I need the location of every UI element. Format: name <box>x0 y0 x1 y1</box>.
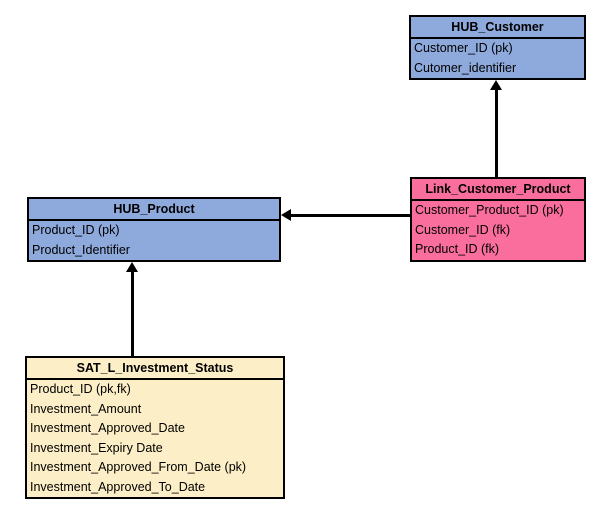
entity-field: Customer_Product_ID (pk) <box>415 203 564 217</box>
entity-title: HUB_Customer <box>411 17 584 39</box>
entity-field: Investment_Amount <box>30 401 142 416</box>
entity-sat-l-investment-status: SAT_L_Investment_Status Product_ID (pk,f… <box>25 356 285 499</box>
entity-field: Investment_Approved_From_Date (pk) <box>30 460 247 474</box>
arrowhead-up-icon <box>126 262 138 272</box>
entity-field: Customer_ID (pk) <box>414 41 513 55</box>
entity-hub-product: HUB_Product Product_ID (pk) Product_Iden… <box>27 197 281 262</box>
entity-hub-customer: HUB_Customer Customer_ID (pk) Cutomer_id… <box>409 15 586 80</box>
entity-field: Product_ID (pk,fk) <box>30 382 131 396</box>
entity-field: Investment_Approved_To_Date <box>30 479 206 494</box>
entity-field: Investment_Approved_Date <box>30 421 185 435</box>
arrowhead-up-icon <box>490 80 502 90</box>
arrow-line <box>131 271 134 356</box>
entity-field: Customer_ID (fk) <box>415 222 511 237</box>
entity-field: Product_ID (pk) <box>32 223 120 237</box>
entity-link-customer-product: Link_Customer_Product Customer_Product_I… <box>410 177 586 262</box>
entity-field: Product_Identifier <box>32 242 130 257</box>
entity-field: Investment_Expiry Date <box>30 440 163 455</box>
entity-field: Product_ID (fk) <box>415 242 500 256</box>
entity-title: Link_Customer_Product <box>412 179 584 201</box>
arrowhead-left-icon <box>281 209 291 221</box>
entity-field: Cutomer_identifier <box>414 60 517 75</box>
entity-title: SAT_L_Investment_Status <box>27 358 283 380</box>
arrow-line <box>290 214 410 217</box>
arrow-line <box>495 89 498 177</box>
entity-title: HUB_Product <box>29 199 279 221</box>
